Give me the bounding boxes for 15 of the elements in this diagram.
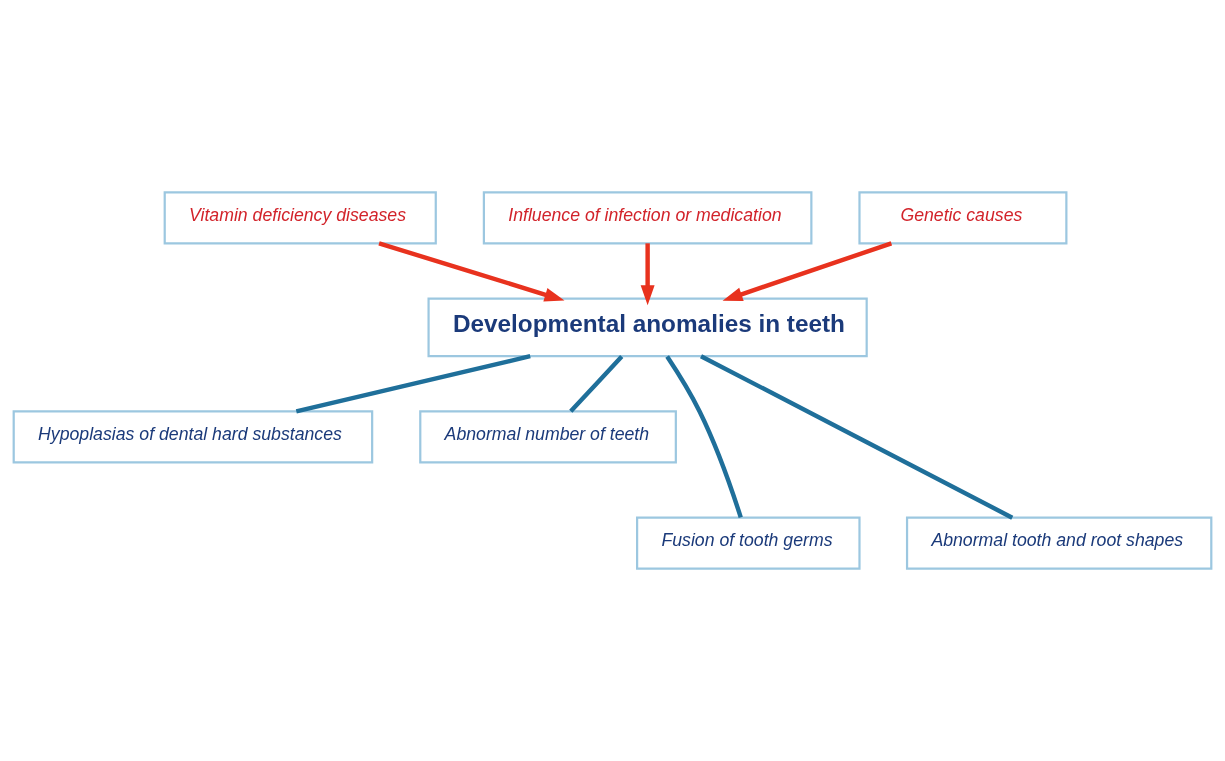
arrow <box>378 241 565 302</box>
connector <box>295 354 531 414</box>
node-box: Hypoplasias of dental hard substances <box>12 410 374 464</box>
connector <box>665 355 743 519</box>
arrow <box>640 243 655 306</box>
node-box: Genetic causes <box>858 191 1068 245</box>
node-box: Vitamin deficiency diseases <box>163 191 437 245</box>
node-box: Developmental anomalies in teeth <box>427 297 868 358</box>
node-box: Abnormal tooth and root shapes <box>905 516 1213 570</box>
node-box: Abnormal number of teeth <box>419 410 677 464</box>
node-box: Influence of infection or medication <box>482 191 813 245</box>
connector <box>700 354 1014 520</box>
node-box: Fusion of tooth germs <box>636 516 861 570</box>
arrow <box>722 241 893 301</box>
connector <box>569 354 624 413</box>
